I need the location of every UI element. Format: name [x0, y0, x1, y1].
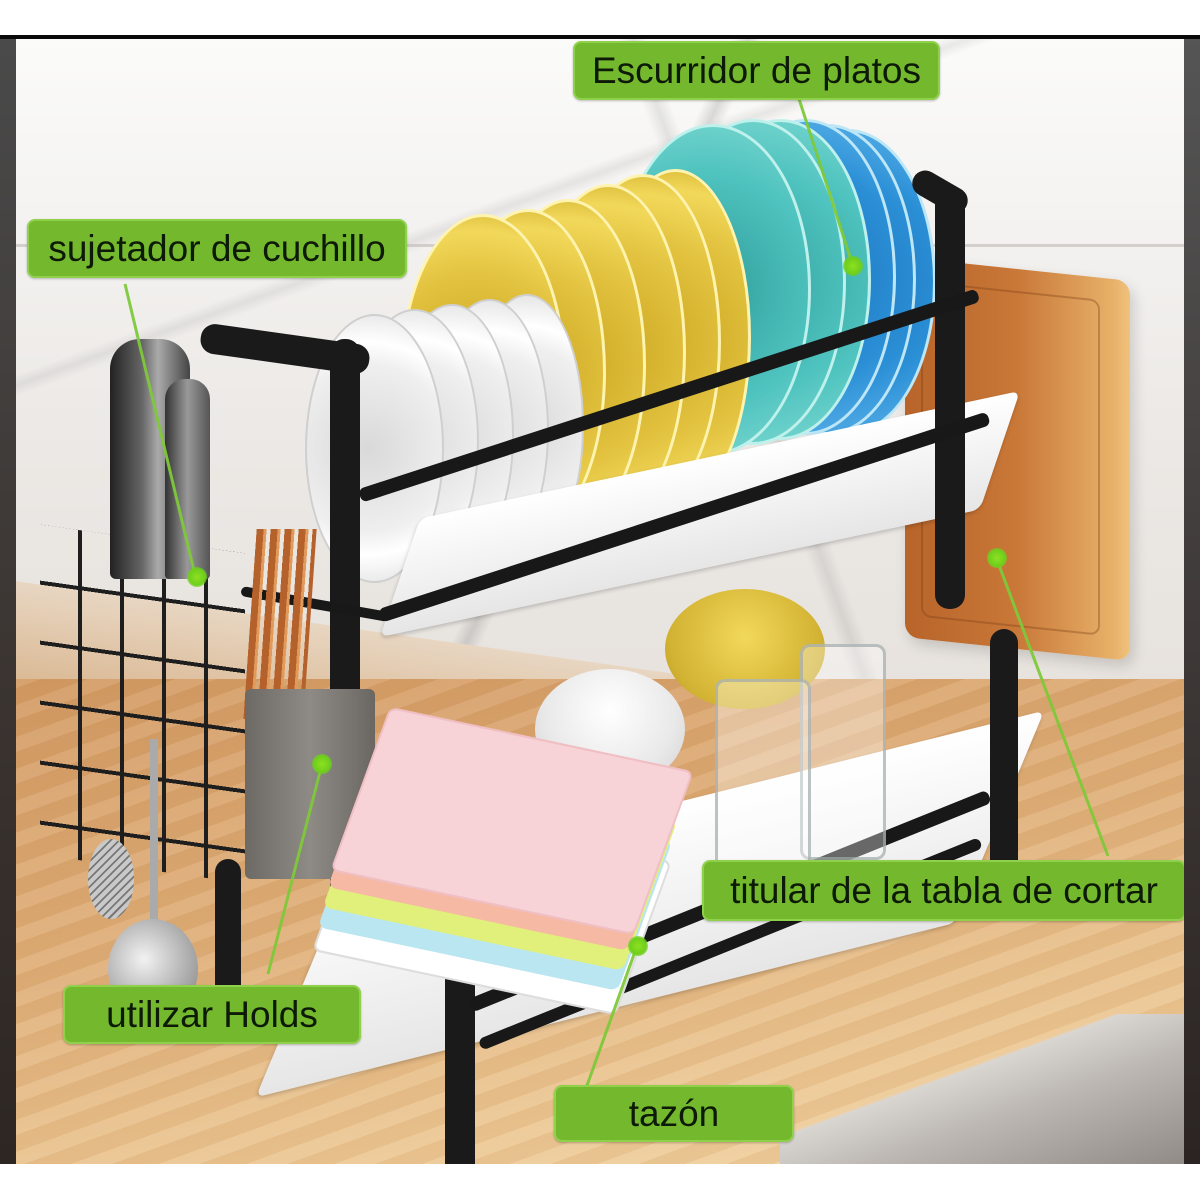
callout-utensil-holder-text: utilizar Holds	[106, 994, 318, 1035]
right-edge-bar	[1184, 39, 1200, 1164]
knife-holder-marker	[187, 567, 207, 587]
sink-edge	[780, 1014, 1200, 1164]
cutting-board-holder-marker	[987, 548, 1007, 568]
callout-utensil-holder: utilizar Holds	[63, 985, 361, 1044]
callout-cutting-board-holder-text: titular de la tabla de cortar	[730, 870, 1158, 911]
utensil-holder-marker	[312, 754, 332, 774]
left-edge-bar	[0, 39, 16, 1164]
slotted-spatula	[88, 839, 134, 919]
callout-cutting-board-holder: titular de la tabla de cortar	[702, 860, 1186, 921]
product-photo: Escurridor de platos sujetador de cuchil…	[0, 39, 1200, 1164]
callout-bowl: tazón	[554, 1085, 794, 1142]
callout-knife-holder-text: sujetador de cuchillo	[48, 228, 386, 269]
ladle-handle	[150, 739, 158, 939]
callout-bowl-text: tazón	[628, 1093, 720, 1134]
callout-dish-drainer-text: Escurridor de platos	[591, 50, 922, 91]
knife-second	[165, 379, 210, 579]
frame-top-border	[0, 35, 1200, 39]
bowl-marker	[628, 936, 648, 956]
dish-drainer-marker	[843, 256, 863, 276]
callout-dish-drainer: Escurridor de platos	[573, 41, 940, 100]
callout-knife-holder: sujetador de cuchillo	[27, 219, 407, 278]
